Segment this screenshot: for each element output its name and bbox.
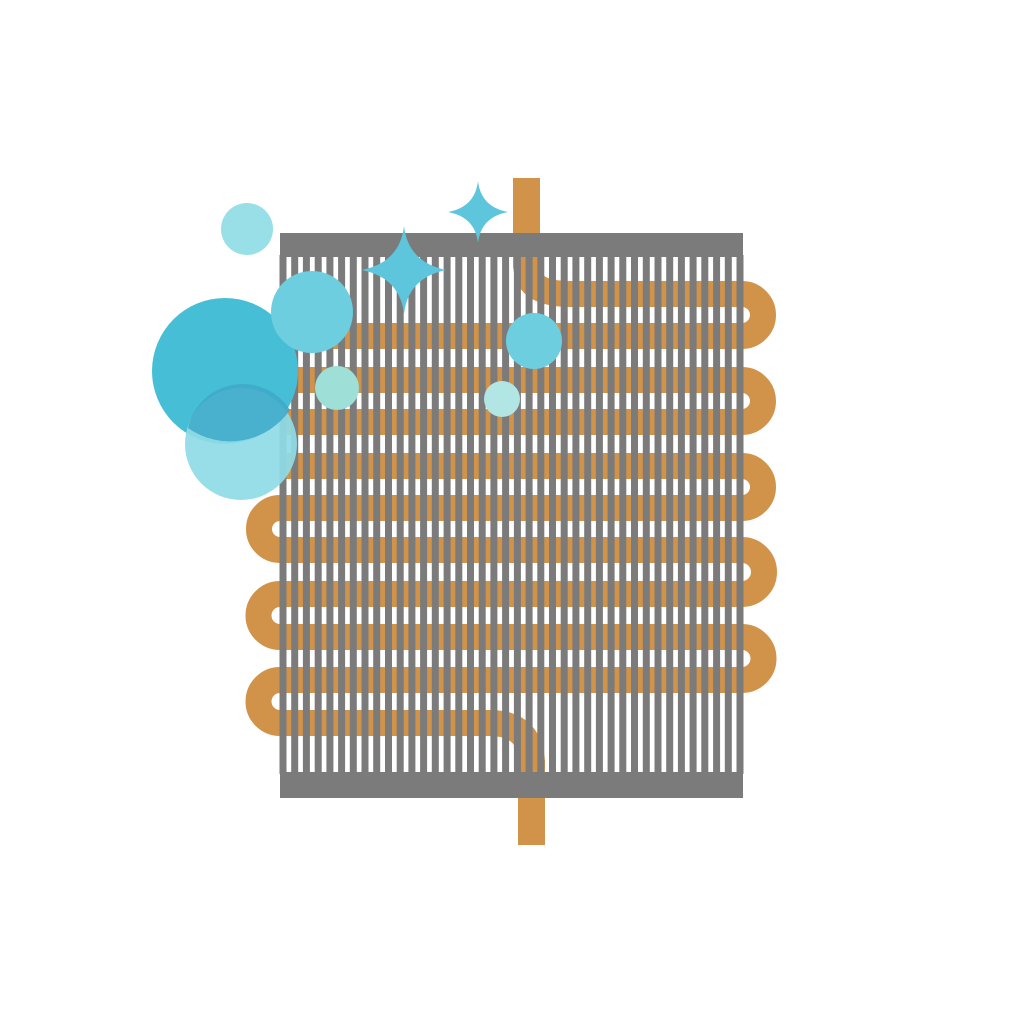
fin [654, 255, 662, 774]
fin [396, 255, 404, 774]
bubble-icon [221, 203, 273, 255]
bubble-icon [506, 313, 562, 369]
fin [584, 255, 592, 774]
fin [373, 255, 381, 774]
fin [607, 255, 615, 774]
fin [349, 255, 357, 774]
coil-fins-icon [279, 255, 744, 774]
fin [549, 255, 556, 774]
fin [279, 255, 287, 774]
fin [560, 255, 568, 774]
fin [677, 255, 685, 774]
sparkle-icon [362, 226, 446, 314]
fin [701, 255, 709, 774]
fin [666, 255, 674, 774]
fin [689, 255, 697, 774]
fin [736, 255, 744, 774]
fin [420, 255, 428, 774]
fin [513, 255, 521, 774]
fin [478, 255, 486, 774]
frame-top-bar [280, 233, 743, 257]
fin [572, 255, 580, 774]
fin [408, 255, 416, 774]
sparkles-group [362, 181, 508, 314]
fin [431, 255, 439, 774]
fin [455, 255, 463, 774]
fin [490, 255, 498, 774]
fin [537, 255, 545, 774]
fin [642, 255, 650, 774]
sparkle-icon [448, 181, 508, 243]
fin [361, 255, 369, 774]
bubbles-group [152, 203, 562, 500]
fin [302, 255, 310, 774]
fin [713, 255, 721, 774]
fin [443, 255, 451, 774]
fin [314, 255, 322, 774]
bubble-icon [271, 271, 353, 353]
bubble-overlap [188, 383, 290, 442]
bubble-icon [315, 366, 359, 410]
bubble-icon [484, 381, 520, 417]
frame-bottom-bar [280, 772, 743, 798]
fin [385, 255, 392, 774]
fin [619, 255, 627, 774]
fin [595, 255, 603, 774]
fin [291, 255, 299, 774]
fin [724, 255, 732, 774]
fin [326, 255, 334, 774]
fin [502, 255, 510, 774]
fin [338, 255, 346, 774]
fin [525, 255, 533, 774]
fin [631, 255, 638, 774]
fin [467, 255, 474, 774]
